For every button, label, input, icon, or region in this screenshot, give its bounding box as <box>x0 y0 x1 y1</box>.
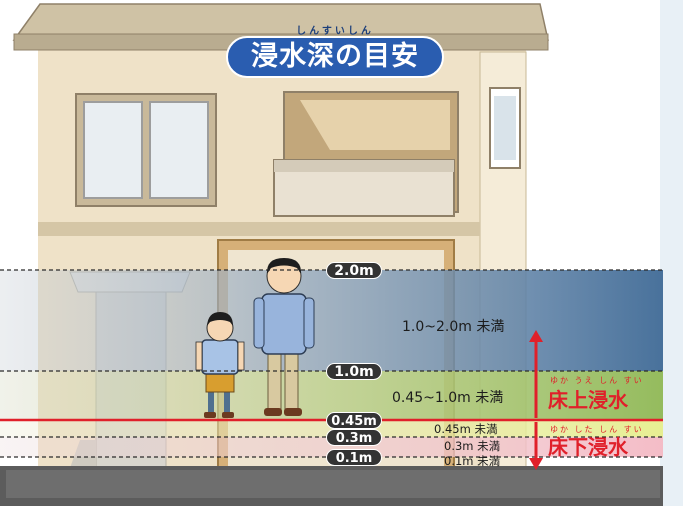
range-label-under-01m: 0.1m 未満 <box>444 454 501 468</box>
range-label-045-1m: 0.45~1.0m 未満 <box>392 390 504 406</box>
title-pill <box>226 36 444 78</box>
range-label-1-2m: 1.0~2.0m 未満 <box>402 319 505 335</box>
page-title: 浸水深の目安 <box>251 41 419 72</box>
range-label-under-045m: 0.45m 未満 <box>434 422 498 436</box>
depth-marker-01m: 0.1m <box>326 449 382 466</box>
depth-marker-1m: 1.0m <box>326 363 382 380</box>
child-figure <box>195 312 245 418</box>
below-floor-arrow <box>529 422 543 470</box>
title-badge: しんすいしん 浸水深の目安 <box>226 22 444 78</box>
title-ruby: しんすいしん <box>296 26 374 37</box>
below-floor-ruby: ゆか した しん すい <box>550 425 644 434</box>
adult-figure <box>253 258 315 416</box>
above-floor-arrow <box>529 330 543 418</box>
water-band-1-2m <box>0 270 663 371</box>
depth-marker-03m: 0.3m <box>326 429 382 446</box>
above-floor-label: 床上浸水 <box>548 388 628 412</box>
above-floor-ruby: ゆか うえ しん すい <box>550 376 644 385</box>
below-floor-label: 床下浸水 <box>548 435 628 459</box>
water-band-01-03m <box>0 437 663 457</box>
depth-marker-045m: 0.45m <box>326 412 382 429</box>
depth-marker-2m: 2.0m <box>326 262 382 279</box>
range-label-under-03m: 0.3m 未満 <box>444 439 501 453</box>
